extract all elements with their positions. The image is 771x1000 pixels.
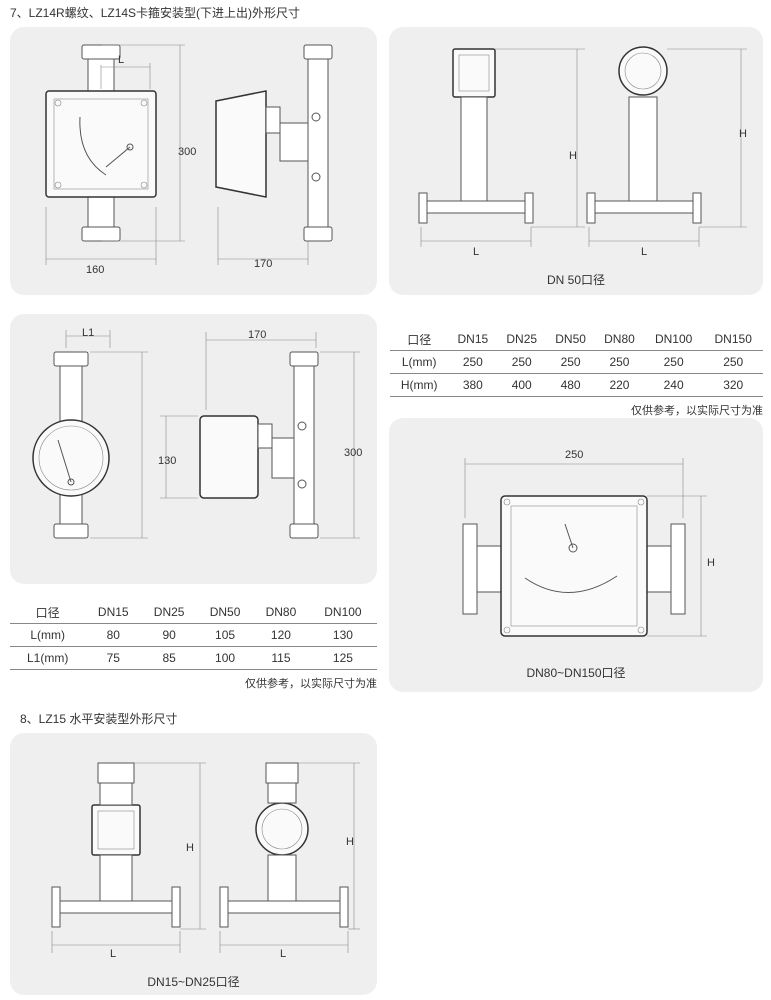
panel-dn50: H H L L DN 50口径 (389, 27, 763, 295)
table-cell: 130 (308, 623, 377, 647)
table-cell: 240 (643, 373, 704, 397)
table-row: L(mm) 250 250 250 250 250 250 (390, 350, 763, 374)
dim-h-left: H (569, 150, 577, 162)
table-cell: 105 (197, 623, 253, 647)
dim-160: 160 (86, 264, 104, 276)
table-cell: 80 (85, 623, 142, 647)
note-right-table: 仅供参考，以实际尺寸为准 (631, 405, 763, 417)
header-cell: DN15 (448, 328, 498, 351)
dim-h-left-lz15: H (186, 842, 194, 854)
drawing-dn50: H H L L (418, 46, 747, 258)
table-cell: L(mm) (10, 623, 86, 647)
caption-dn80-dn150: DN80~DN150口径 (526, 666, 626, 680)
table-cell: 250 (448, 350, 498, 374)
table-cell: 250 (497, 350, 547, 374)
table-cell: 250 (546, 350, 596, 374)
table-cell: 115 (252, 646, 309, 670)
dim-250: 250 (565, 449, 583, 461)
table-cell: H(mm) (390, 373, 449, 397)
table-cell: 250 (595, 350, 644, 374)
spec-table-header-row: 口径 DN15 DN25 DN50 DN80 DN100 (10, 601, 377, 624)
dim-300: 300 (178, 146, 196, 158)
header-cell: DN50 (546, 328, 596, 351)
note-left-table: 仅供参考，以实际尺寸为准 (245, 678, 377, 690)
table-cell: 220 (595, 373, 644, 397)
table-cell: 90 (141, 623, 198, 647)
spec-table-dn15-dn100: 口径 DN15 DN25 DN50 DN80 DN100 L(mm) 80 90… (10, 601, 377, 670)
header-cell: DN100 (308, 601, 377, 624)
caption-dn15-dn25: DN15~DN25口径 (147, 975, 240, 989)
table-cell: 320 (703, 373, 763, 397)
dim-l-left-lz15: L (110, 948, 116, 957)
panel-lz14-l1: L1 170 130 300 (10, 314, 377, 584)
dim-h-dn80: H (707, 557, 715, 569)
panel-lz14-front-side: L 300 160 170 (10, 27, 377, 295)
section-8-title: 8、LZ15 水平安装型外形尺寸 (20, 712, 178, 726)
dim-300-right: 300 (344, 447, 362, 459)
dim-130: 130 (158, 455, 176, 467)
dim-l-right: L (641, 246, 647, 258)
dim-l: L (118, 54, 124, 66)
dim-h-right-lz15: H (346, 836, 354, 848)
caption-dn50: DN 50口径 (546, 273, 605, 287)
header-cell: 口径 (390, 328, 449, 351)
dim-l1: L1 (82, 327, 94, 339)
header-cell: 口径 (10, 601, 86, 624)
header-cell: DN25 (141, 601, 198, 624)
header-cell: DN100 (643, 328, 704, 351)
table-cell: 75 (85, 646, 142, 670)
dim-h-right: H (739, 128, 747, 140)
dim-170: 170 (254, 258, 272, 270)
table-cell: L1(mm) (10, 646, 86, 670)
header-cell: DN150 (703, 328, 763, 351)
panel-lz15-dn15-dn25: H H L L DN15~DN25口径 (10, 733, 377, 995)
section-7-title: 7、LZ14R螺纹、LZ14S卡箍安装型(下进上出)外形尺寸 (10, 6, 301, 20)
table-cell: 250 (703, 350, 763, 374)
drawing-dn80-dn150: 250 H (462, 449, 715, 637)
header-cell: DN50 (197, 601, 253, 624)
header-cell: DN15 (85, 601, 142, 624)
table-cell: 480 (546, 373, 596, 397)
header-cell: DN80 (595, 328, 644, 351)
header-cell: DN80 (252, 601, 309, 624)
table-cell: 250 (643, 350, 704, 374)
table-row: L1(mm) 75 85 100 115 125 (10, 646, 377, 670)
dim-l-right-lz15: L (280, 948, 286, 957)
table-row: H(mm) 380 400 480 220 240 320 (390, 373, 763, 397)
dim-l-left: L (473, 246, 479, 258)
table-cell: L(mm) (390, 350, 449, 374)
table-cell: 380 (448, 373, 498, 397)
dim-170-top: 170 (248, 329, 266, 341)
table-cell: 125 (308, 646, 377, 670)
table-cell: 100 (197, 646, 253, 670)
table-cell: 120 (252, 623, 309, 647)
drawing-lz14-front-side: L 300 160 170 (45, 44, 333, 276)
table-cell: 400 (497, 373, 547, 397)
table-row: L(mm) 80 90 105 120 130 (10, 623, 377, 647)
drawing-lz14-l1: L1 170 130 300 (32, 327, 362, 539)
drawing-lz15: H H L L (51, 762, 360, 957)
spec-table-header-row: 口径 DN15 DN25 DN50 DN80 DN100 DN150 (390, 328, 763, 351)
header-cell: DN25 (497, 328, 547, 351)
panel-dn80-dn150: 250 H DN80~DN150口径 (389, 418, 763, 692)
spec-table-dn15-dn150: 口径 DN15 DN25 DN50 DN80 DN100 DN150 L(mm)… (390, 328, 763, 397)
table-cell: 85 (141, 646, 198, 670)
